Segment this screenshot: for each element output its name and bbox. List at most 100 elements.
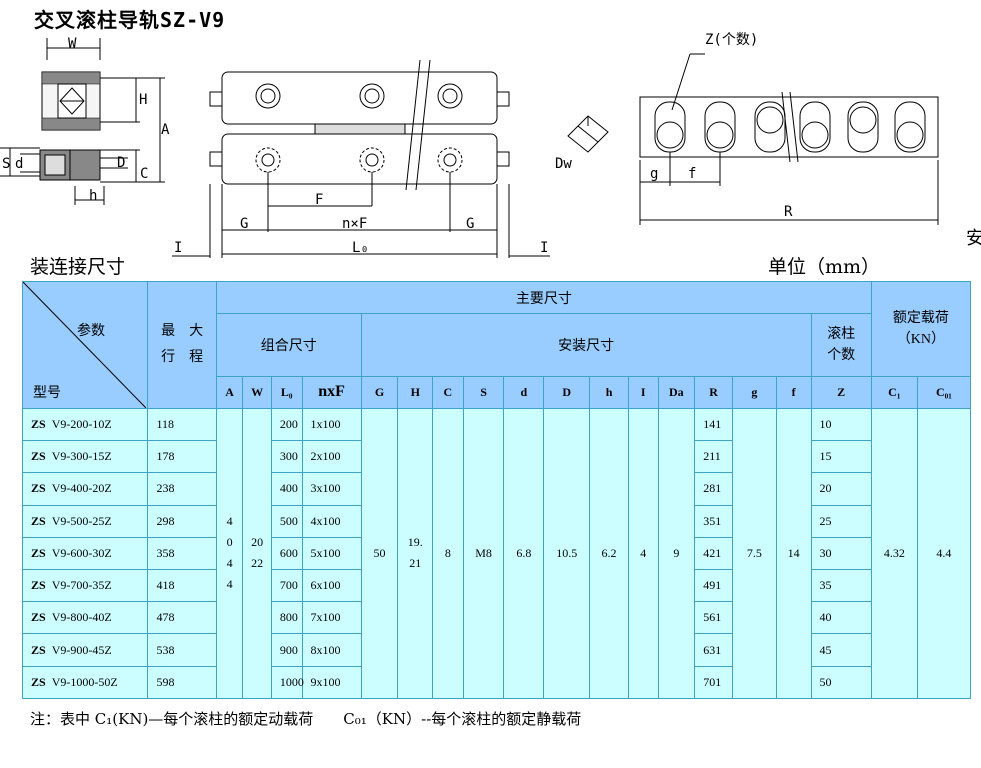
- model-prefix: ZS: [31, 545, 46, 560]
- model-code: V9-1000-50Z: [51, 674, 118, 689]
- Z-cell: 10: [810, 407, 872, 442]
- col-header-C01: C₀₁: [916, 375, 972, 409]
- side-view-drawing: [172, 59, 550, 258]
- label-L0: L₀: [352, 240, 369, 256]
- model-cell: ZS V9-900-45Z: [21, 633, 149, 667]
- shared-W-1: 20: [251, 535, 264, 550]
- label-d: d: [15, 156, 23, 172]
- shared-C1-cell: 4.32: [870, 407, 918, 700]
- label-G-left: G: [240, 216, 248, 232]
- col-header-C: C: [432, 375, 464, 409]
- shared-W-cell: 20 22: [242, 407, 272, 700]
- stroke-cell: 418: [147, 568, 217, 603]
- label-F: F: [315, 192, 323, 208]
- shared-H-cell: 19. 21: [397, 407, 434, 700]
- R-cell: 631: [694, 633, 733, 667]
- col-header-A: A: [215, 375, 244, 409]
- Z-cell: 50: [810, 665, 872, 700]
- stroke-cell: 118: [147, 407, 217, 442]
- nF-cell: 2x100: [301, 440, 362, 474]
- L0-cell: 500: [270, 504, 303, 538]
- R-cell: 281: [694, 472, 733, 506]
- R-cell: 491: [694, 568, 733, 603]
- nF-cell: 4x100: [301, 504, 362, 538]
- install-dims-header: 安装尺寸: [360, 313, 812, 377]
- shared-A-1: 4: [226, 514, 233, 529]
- model-prefix: ZS: [31, 513, 46, 528]
- col-header-Da: Da: [657, 375, 696, 409]
- shared-A-cell: 4 0 4 4: [215, 407, 244, 700]
- model-cell: ZS V9-700-35Z: [21, 568, 149, 603]
- col-header-g: g: [731, 375, 777, 409]
- nF-cell: 7x100: [301, 601, 362, 635]
- col-header-S: S: [462, 375, 505, 409]
- col-header-f: f: [775, 375, 812, 409]
- col-header-H: H: [397, 375, 434, 409]
- shared-H-2: 21: [409, 556, 422, 571]
- main-dims-header: 主要尺寸: [215, 280, 872, 315]
- col-header-G: G: [360, 375, 399, 409]
- stroke-cell: 538: [147, 633, 217, 667]
- combo-dims-header: 组合尺寸: [215, 313, 362, 377]
- max-stroke-header: 最 大 行 程: [147, 281, 217, 409]
- label-R: R: [784, 204, 793, 220]
- label-H: H: [139, 92, 147, 108]
- Z-cell: 15: [810, 440, 872, 474]
- col-header-W: W: [242, 375, 272, 409]
- col-header-I: I: [627, 375, 659, 409]
- col-header-d: d: [503, 375, 545, 409]
- nF-cell: 8x100: [301, 633, 362, 667]
- label-Z-count: Z(个数): [705, 32, 758, 48]
- nF-cell: 6x100: [301, 568, 362, 603]
- table-row: ZS V9-200-10Z 118 4 0 4 4 20 22 200 1x10…: [21, 407, 972, 700]
- shared-C01-cell: 4.4: [916, 407, 972, 700]
- label-Dw: Dw: [555, 156, 572, 172]
- shared-S-cell: M8: [462, 407, 505, 700]
- shared-D-cell: 10.5: [543, 407, 591, 700]
- corner-params-label: 参数: [77, 324, 105, 339]
- shared-Da-cell: 9: [657, 407, 696, 700]
- model-prefix: ZS: [31, 674, 46, 689]
- L0-cell: 1000: [270, 665, 304, 700]
- R-cell: 211: [694, 440, 733, 474]
- L0-cell: 600: [270, 536, 303, 570]
- table-row: ZS V9-1000-50Z 598 1000 9x100 701 50: [21, 665, 971, 700]
- col-header-R: R: [694, 375, 733, 409]
- Z-cell: 45: [810, 633, 872, 667]
- L0-cell: 900: [270, 633, 303, 667]
- roller-cage-drawing: [639, 53, 939, 225]
- model-code: V9-600-30Z: [51, 545, 112, 560]
- corner-diagonal: [23, 282, 146, 408]
- shared-I-cell: 4: [627, 407, 659, 700]
- rated-load-line-1: 额定载荷: [892, 310, 949, 326]
- nF-cell: 1x100: [301, 407, 362, 442]
- label-G-right: G: [466, 216, 474, 232]
- shared-A-2: 0: [226, 535, 233, 550]
- col-header-nxF: nxF: [301, 375, 362, 409]
- model-cell: ZS V9-500-25Z: [21, 504, 149, 538]
- model-prefix: ZS: [31, 578, 46, 593]
- col-header-L0: L₀: [270, 375, 303, 409]
- shared-d-cell: 6.8: [503, 407, 545, 700]
- label-I-left: I: [174, 240, 182, 256]
- model-prefix: ZS: [31, 610, 46, 625]
- R-cell: 701: [694, 665, 733, 700]
- model-code: V9-800-40Z: [51, 610, 112, 625]
- nF-cell: 3x100: [301, 472, 362, 506]
- label-C: C: [140, 166, 148, 182]
- shared-G-cell: 50: [360, 407, 399, 700]
- technical-drawings: W H A S d D C h: [0, 32, 939, 258]
- nF-cell: 5x100: [301, 536, 362, 570]
- corner-model-label: 型号: [33, 386, 61, 401]
- page-title: 交叉滚柱导轨SZ-V9: [34, 8, 226, 32]
- col-header-Z: Z: [810, 375, 872, 409]
- shared-A-4: 4: [226, 577, 233, 592]
- label-A: A: [161, 122, 170, 138]
- cross-section-drawing: [0, 38, 165, 205]
- shared-H-1: 19.: [407, 535, 423, 550]
- rated-load-header: 额定载荷 （KN）: [870, 281, 972, 377]
- model-cell: ZS V9-400-20Z: [21, 472, 149, 506]
- table-row: ZS V9-900-45Z 538 900 8x100 631 45: [21, 633, 971, 667]
- roller-count-header: 滚柱 个数: [810, 313, 872, 377]
- corner-header-cell: 参数 型号: [21, 281, 149, 409]
